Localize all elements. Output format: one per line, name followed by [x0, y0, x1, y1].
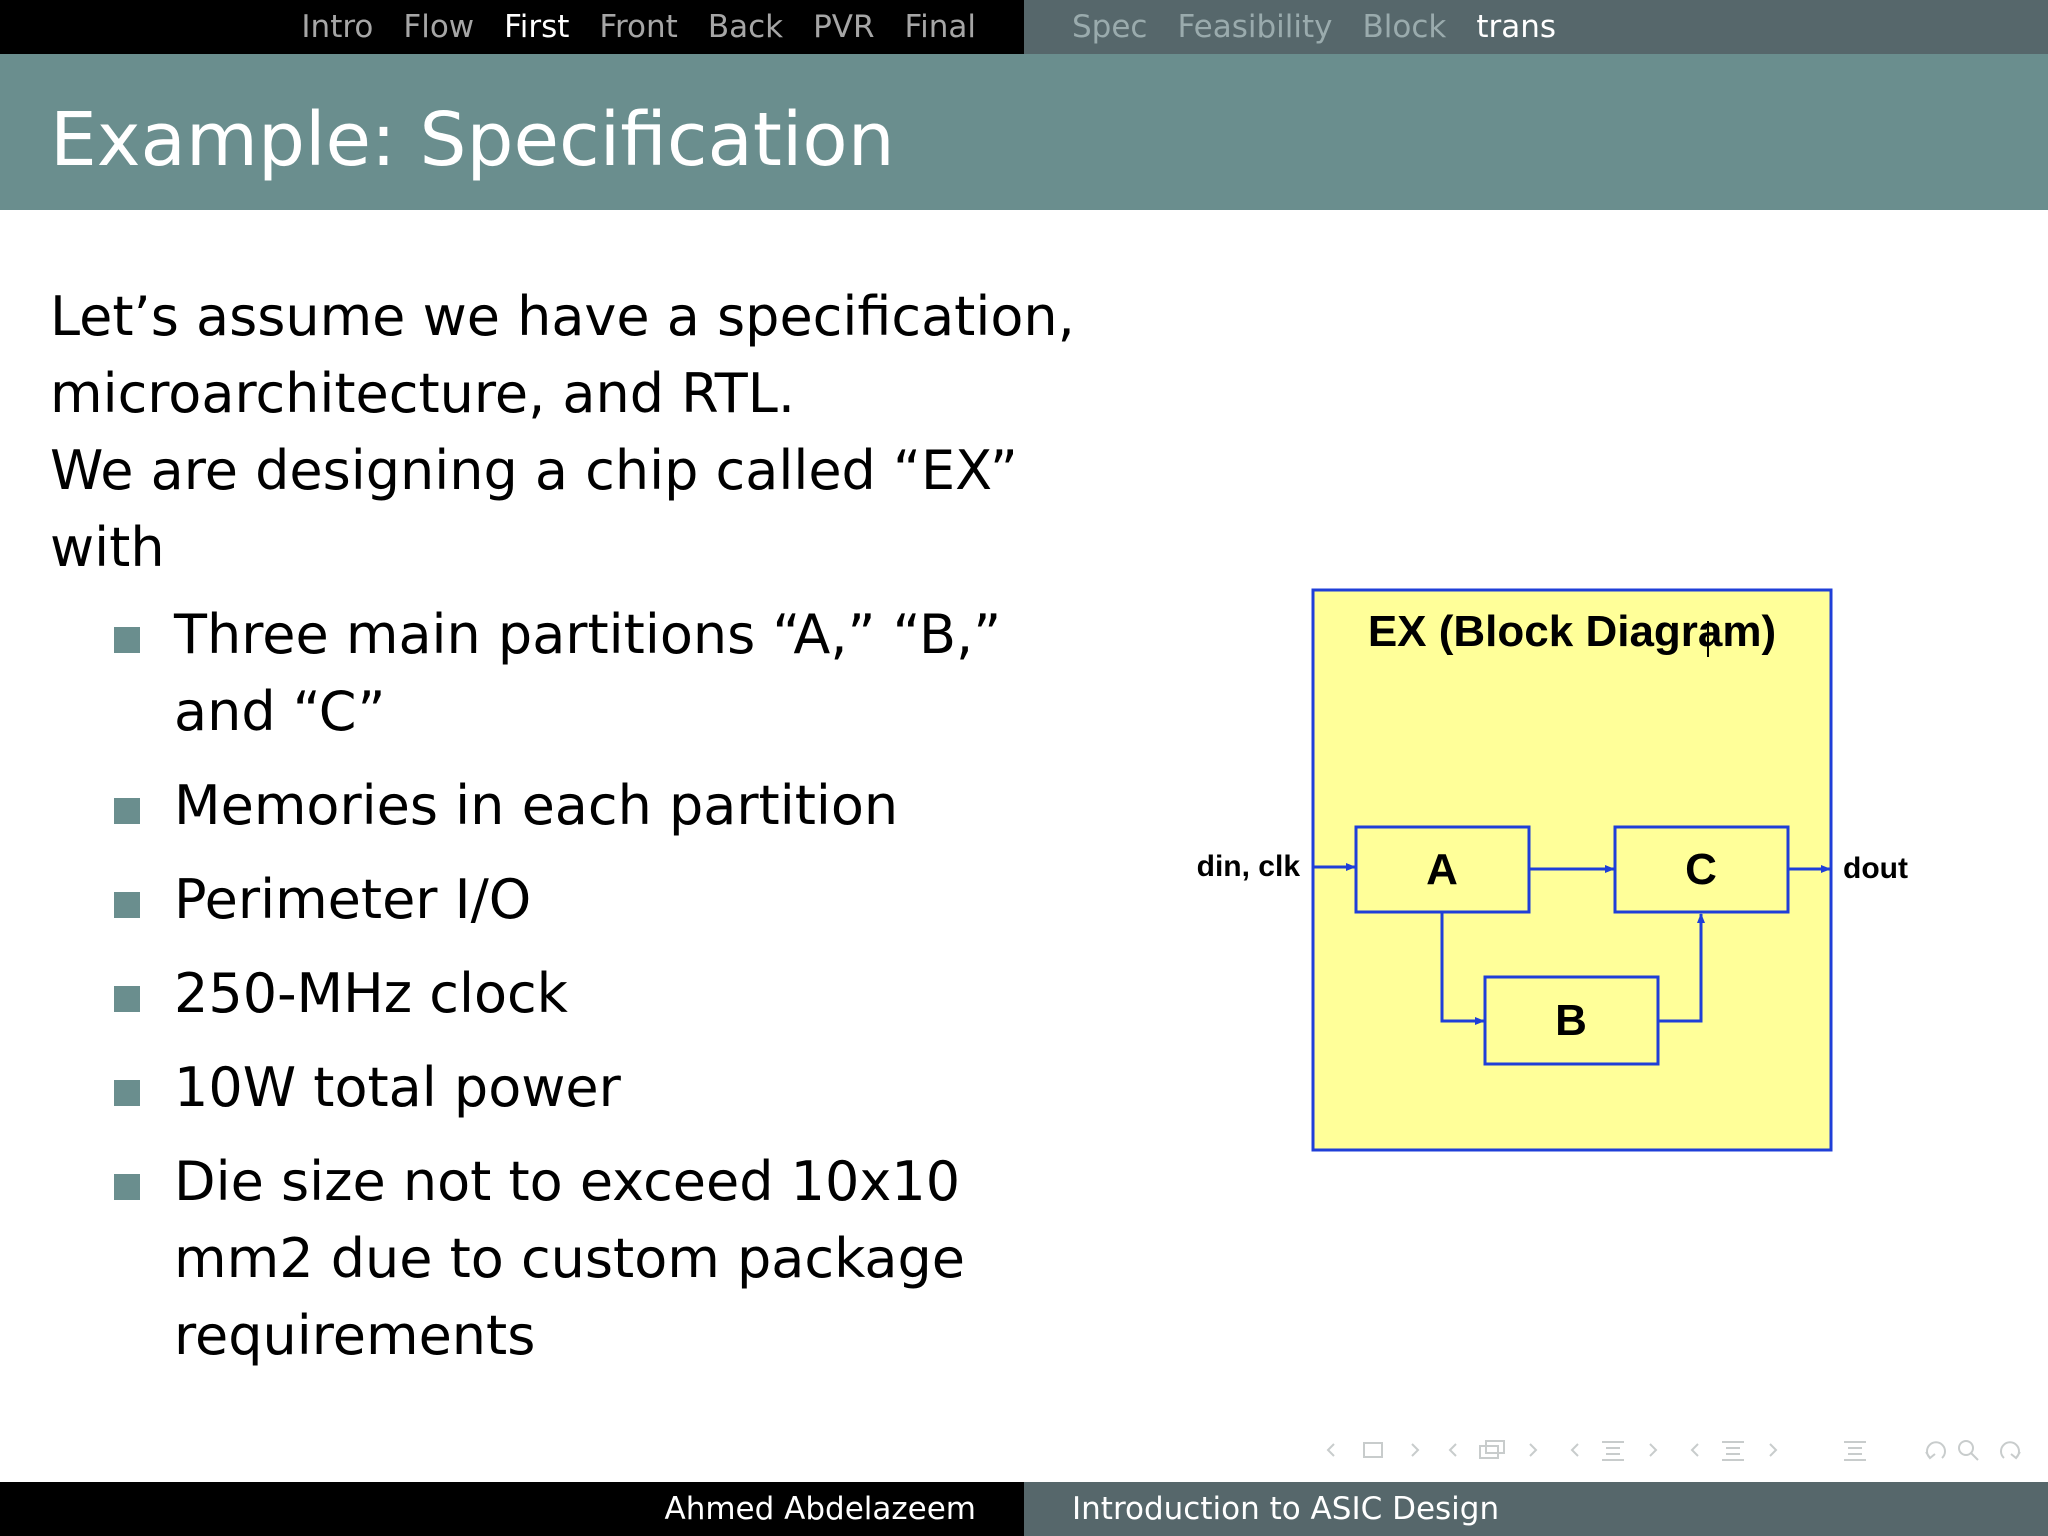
block-c — [1613, 825, 1790, 914]
list-item: Three main partitions “A,” “B,” and “C” — [50, 596, 1100, 750]
nav-section-back[interactable]: Back — [707, 9, 784, 45]
bullet-text: 10W total power — [174, 1056, 621, 1119]
block-a-label: A — [1426, 845, 1458, 894]
list-item: 250-MHz clock — [50, 955, 1100, 1032]
footer-title-box: Introduction to ASIC Design — [1024, 1482, 2048, 1536]
bullet-text: 250-MHz clock — [174, 962, 568, 1025]
bullet-marker — [114, 1174, 140, 1200]
footer-bar: Ahmed Abdelazeem Introduction to ASIC De… — [0, 1482, 2048, 1536]
diagram-title: EX (Block Diagram) — [1368, 607, 1776, 656]
bullet-marker — [114, 798, 140, 824]
frame-nav-icon[interactable] — [1326, 1442, 1420, 1458]
nav-subsection-spec[interactable]: Spec — [1072, 9, 1148, 45]
intro-line-1: Let’s assume we have a specification, mi… — [50, 285, 1075, 425]
output-label: dout — [1843, 852, 1908, 885]
block-b-label: B — [1555, 996, 1587, 1045]
section-nav-icon[interactable] — [1570, 1441, 1658, 1461]
bullet-text: Die size not to exceed 10x10 mm2 due to … — [174, 1150, 965, 1367]
list-item: 10W total power — [50, 1049, 1100, 1126]
nav-section-final[interactable]: Final — [904, 9, 976, 45]
subsection-nav-icon[interactable] — [1448, 1440, 1538, 1459]
section-nav: Intro Flow First Front Back PVR Final — [0, 0, 1024, 54]
nav-section-first[interactable]: First — [504, 9, 570, 45]
slide-body: Let’s assume we have a specification, mi… — [50, 278, 1100, 1391]
block-c-label: C — [1685, 845, 1717, 894]
document-nav-icon[interactable] — [1690, 1441, 1778, 1461]
arrow-a-to-b — [1440, 912, 1485, 1025]
intro-line-2: We are designing a chip called “EX” with — [50, 439, 1018, 579]
slide-title: Example: Specification — [50, 97, 895, 183]
nav-section-flow[interactable]: Flow — [403, 9, 475, 45]
spec-bullet-list: Three main partitions “A,” “B,” and “C” … — [50, 596, 1100, 1374]
list-item: Die size not to exceed 10x10 mm2 due to … — [50, 1143, 1100, 1374]
nav-subsection-block[interactable]: Block — [1362, 9, 1447, 45]
nav-section-pvr[interactable]: PVR — [813, 9, 875, 45]
slide-title-bar: Example: Specification — [0, 54, 2048, 210]
footer-deck-title: Introduction to ASIC Design — [1072, 1491, 1500, 1527]
list-item: Perimeter I/O — [50, 861, 1100, 938]
list-item: Memories in each partition — [50, 767, 1100, 844]
block-a — [1354, 825, 1531, 914]
footer-author-box: Ahmed Abdelazeem — [0, 1482, 1024, 1536]
arrow-b-to-c — [1658, 913, 1705, 1023]
bullet-text: Three main partitions “A,” “B,” and “C” — [174, 603, 1002, 743]
nav-section-front[interactable]: Front — [599, 9, 678, 45]
search-icon[interactable] — [1958, 1440, 1979, 1461]
forward-icon[interactable] — [2000, 1441, 2021, 1460]
subsection-nav: Spec Feasibility Block trans — [1024, 0, 2048, 54]
nav-subsection-feasibility[interactable]: Feasibility — [1177, 9, 1333, 45]
footer-author: Ahmed Abdelazeem — [664, 1491, 976, 1527]
nav-subsection-trans[interactable]: trans — [1476, 9, 1557, 45]
outline-icon[interactable] — [1844, 1441, 1866, 1461]
bullet-text: Memories in each partition — [174, 774, 899, 837]
block-diagram-svg: EX (Block Diagram) din, clk A C B dout — [1197, 588, 1908, 1152]
bullet-marker — [114, 1080, 140, 1106]
back-icon[interactable] — [1925, 1441, 1946, 1460]
beamer-navigation-controls — [1320, 1432, 2040, 1468]
top-navigation-bar: Intro Flow First Front Back PVR Final Sp… — [0, 0, 2048, 54]
block-diagram: EX (Block Diagram) din, clk A C B dout — [1180, 585, 1940, 1155]
bullet-marker — [114, 627, 140, 653]
intro-text: Let’s assume we have a specification, mi… — [50, 278, 1100, 586]
nav-section-intro[interactable]: Intro — [301, 9, 374, 45]
bullet-marker — [114, 986, 140, 1012]
input-label: din, clk — [1197, 850, 1301, 883]
bullet-marker — [114, 892, 140, 918]
bullet-text: Perimeter I/O — [174, 868, 532, 931]
